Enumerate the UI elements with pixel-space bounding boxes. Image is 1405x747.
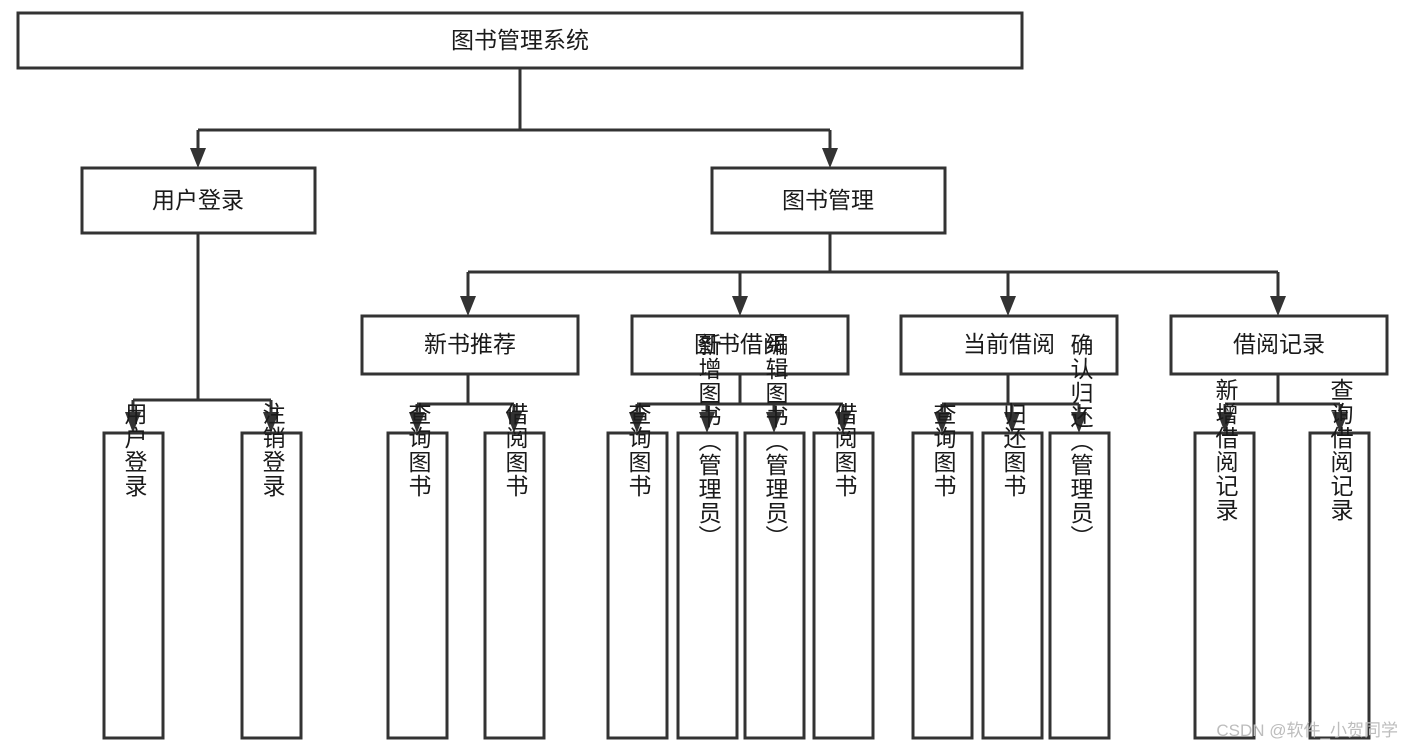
node-book-borrow-box[interactable] bbox=[630, 314, 850, 376]
leaf-node[interactable]: 归还图书 bbox=[981, 402, 1044, 740]
arrow-head-leaf-bookborrow-2 bbox=[699, 412, 715, 433]
leaf-bookborrow-query-box[interactable] bbox=[606, 431, 669, 740]
arrow-head-leaf-currentborrow-3 bbox=[1071, 412, 1087, 433]
arrow-head-leaf-borrowrecord-2 bbox=[1332, 412, 1348, 433]
arrow-head-new-book bbox=[460, 296, 476, 316]
node-current-borrow[interactable]: 当前借阅 bbox=[899, 314, 1119, 376]
leaf-borrowrecord-query-label: 查询借阅记录 bbox=[1327, 378, 1354, 522]
node-user-login-box[interactable] bbox=[80, 166, 317, 235]
leaf-node[interactable]: 新增图书（管理员） bbox=[676, 333, 739, 740]
leaf-bookborrow-add-box[interactable] bbox=[676, 431, 739, 740]
arrow-head-user-login bbox=[190, 148, 206, 168]
arrow-head-leaf-newbook-2 bbox=[506, 412, 522, 433]
node-borrow-record-label: 借阅记录 bbox=[1233, 331, 1325, 357]
leaf-borrowrecord-add-label: 新增借阅记录 bbox=[1212, 378, 1239, 522]
leaf-currentborrow-return-label: 归还图书 bbox=[1000, 402, 1027, 498]
arrow-head-book-borrow bbox=[732, 296, 748, 316]
leaf-newbook-borrow-label: 借阅图书 bbox=[502, 402, 529, 498]
leaf-newbook-query-box[interactable] bbox=[386, 431, 449, 740]
node-new-book-recommend-box[interactable] bbox=[360, 314, 580, 376]
leaf-bookborrow-borrow-box[interactable] bbox=[812, 431, 875, 740]
leaf-node[interactable]: 借阅图书 bbox=[812, 402, 875, 740]
arrow-head-leaf-logout bbox=[263, 412, 279, 433]
arrow-head-leaf-borrowrecord-1 bbox=[1217, 412, 1233, 433]
arrow-head-borrow-record bbox=[1270, 296, 1286, 316]
arrow-head-leaf-bookborrow-4 bbox=[835, 412, 851, 433]
leaf-currentborrow-query-box[interactable] bbox=[911, 431, 974, 740]
connector-layer bbox=[125, 68, 1348, 433]
leaf-logout-box[interactable] bbox=[240, 431, 303, 740]
node-root-box[interactable] bbox=[16, 11, 1024, 70]
node-book-management-box[interactable] bbox=[710, 166, 947, 235]
node-user-login[interactable]: 用户登录 bbox=[80, 166, 317, 235]
node-current-borrow-label: 当前借阅 bbox=[963, 331, 1055, 357]
leaf-newbook-query-label: 查询图书 bbox=[405, 402, 432, 498]
leaf-node[interactable]: 查询图书 bbox=[911, 402, 974, 740]
leaf-node[interactable]: 查询图书 bbox=[606, 402, 669, 740]
leaf-currentborrow-return-box[interactable] bbox=[981, 431, 1044, 740]
leaf-node[interactable]: 查询图书 bbox=[386, 402, 449, 740]
node-user-login-label: 用户登录 bbox=[152, 187, 244, 213]
node-current-borrow-box[interactable] bbox=[899, 314, 1119, 376]
leaf-node[interactable]: 用户登录 bbox=[102, 402, 165, 740]
leaf-node[interactable]: 编辑图书（管理员） bbox=[743, 333, 806, 740]
arrow-head-leaf-newbook-1 bbox=[409, 412, 425, 433]
arrow-head-leaf-bookborrow-3 bbox=[766, 412, 782, 433]
leaf-logout-label: 注销登录 bbox=[259, 402, 286, 498]
arrow-head-leaf-user-login bbox=[125, 412, 141, 433]
node-root-book-management-system[interactable]: 图书管理系统 bbox=[16, 11, 1024, 70]
leaf-user-login-box[interactable] bbox=[102, 431, 165, 740]
leaf-bookborrow-add-label: 新增图书（管理员） bbox=[695, 333, 722, 549]
node-book-management-label: 图书管理 bbox=[782, 187, 874, 213]
arrow-head-leaf-currentborrow-1 bbox=[934, 412, 950, 433]
node-book-management[interactable]: 图书管理 bbox=[710, 166, 947, 235]
node-book-borrow[interactable]: 图书借阅 bbox=[630, 314, 850, 376]
leaf-user-login-label: 用户登录 bbox=[121, 402, 148, 498]
leaf-node[interactable]: 借阅图书 bbox=[483, 402, 546, 740]
leaf-currentborrow-confirm-label: 确认归还（管理员） bbox=[1067, 333, 1094, 549]
leaf-bookborrow-query-label: 查询图书 bbox=[625, 402, 652, 498]
node-book-borrow-label: 图书借阅 bbox=[694, 331, 786, 357]
arrow-head-leaf-bookborrow-1 bbox=[629, 412, 645, 433]
leaf-node[interactable]: 确认归还（管理员） bbox=[1048, 333, 1111, 740]
leaf-bookborrow-edit-label: 编辑图书（管理员） bbox=[762, 333, 789, 549]
arrow-head-current-borrow bbox=[1000, 296, 1016, 316]
leaf-currentborrow-query-label: 查询图书 bbox=[930, 402, 957, 498]
leaf-bookborrow-borrow-label: 借阅图书 bbox=[831, 402, 858, 498]
leaf-borrowrecord-query-box[interactable] bbox=[1308, 431, 1371, 740]
arrow-head-leaf-currentborrow-2 bbox=[1004, 412, 1020, 433]
node-borrow-record[interactable]: 借阅记录 bbox=[1169, 314, 1389, 376]
leaf-newbook-borrow-box[interactable] bbox=[483, 431, 546, 740]
node-root-label: 图书管理系统 bbox=[451, 27, 589, 53]
node-new-book-recommend[interactable]: 新书推荐 bbox=[360, 314, 580, 376]
leaf-node[interactable]: 注销登录 bbox=[240, 402, 303, 740]
leaf-node[interactable]: 查询借阅记录 bbox=[1308, 378, 1371, 740]
leaf-borrowrecord-add-box[interactable] bbox=[1193, 431, 1256, 740]
leaf-currentborrow-confirm-box[interactable] bbox=[1048, 431, 1111, 740]
node-new-book-recommend-label: 新书推荐 bbox=[424, 331, 516, 357]
csdn-watermark: CSDN @软件_小贺同学 bbox=[1216, 721, 1398, 740]
node-borrow-record-box[interactable] bbox=[1169, 314, 1389, 376]
leaf-bookborrow-edit-box[interactable] bbox=[743, 431, 806, 740]
leaf-node[interactable]: 新增借阅记录 bbox=[1193, 378, 1256, 740]
arrow-head-book-mgmt bbox=[822, 148, 838, 168]
